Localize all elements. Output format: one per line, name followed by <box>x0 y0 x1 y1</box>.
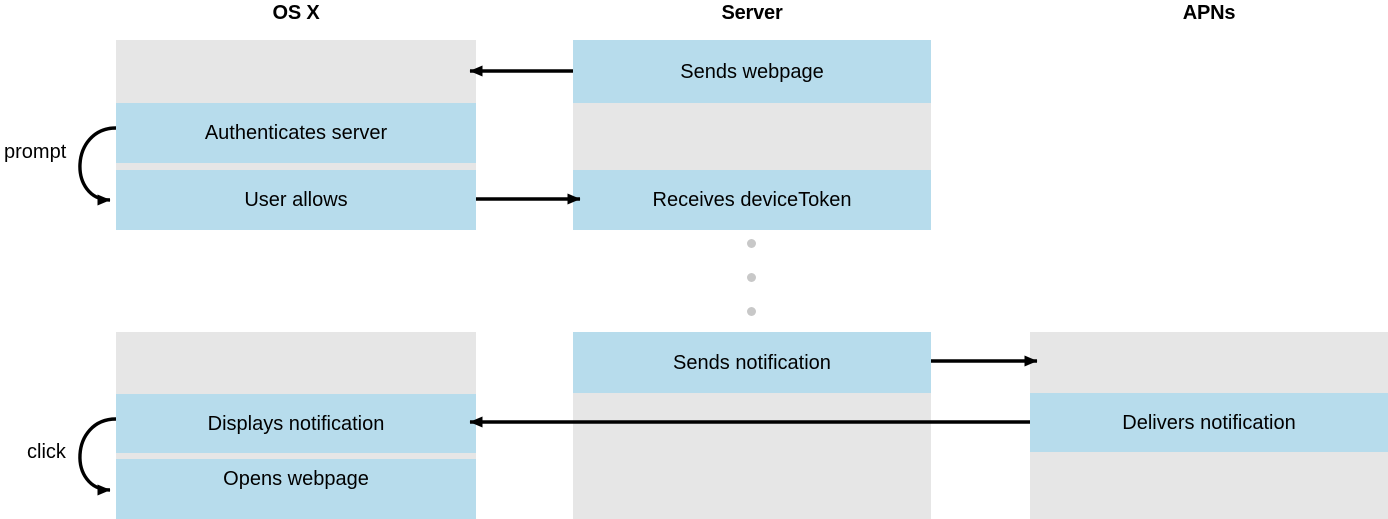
server-step-sends-webpage-label: Sends webpage <box>680 60 824 83</box>
column-header-apns: APNs <box>1182 2 1236 24</box>
server-step-sends-webpage[interactable]: Sends webpage <box>573 40 931 103</box>
apns-step-delivers-notification[interactable]: Delivers notification <box>1030 393 1388 452</box>
osx-step-displays-notification-label: Displays notification <box>207 412 385 435</box>
server-phase1-idle-band <box>573 103 931 170</box>
vertical-ellipsis-dot-3 <box>747 307 756 316</box>
apns-step-delivers-notification-label: Delivers notification <box>1122 411 1296 434</box>
osx-step-opens-webpage-label: Opens webpage <box>223 468 369 491</box>
flow-arrow-click <box>78 417 117 496</box>
osx-step-displays-notification[interactable]: Displays notification <box>116 394 476 453</box>
osx-step-authenticates-server[interactable]: Authenticates server <box>116 103 476 163</box>
apns-phase2-idle-band-top <box>1030 332 1388 393</box>
server-step-sends-notification-label: Sends notification <box>673 351 831 374</box>
apns-phase2-idle-band-bottom <box>1030 452 1388 519</box>
side-label-click: click <box>27 441 66 463</box>
server-step-sends-notification[interactable]: Sends notification <box>573 332 931 393</box>
column-header-os-x: OS X <box>272 2 320 24</box>
vertical-ellipsis-dot-2 <box>747 273 756 282</box>
osx-phase1-idle-band-top <box>116 40 476 103</box>
osx-phase1-divider <box>116 163 476 170</box>
column-header-server: Server <box>721 2 783 24</box>
osx-step-authenticates-server-label: Authenticates server <box>204 122 388 144</box>
side-label-prompt: prompt <box>4 141 67 163</box>
osx-phase2-idle-band-top <box>116 332 476 394</box>
flow-arrow-prompt <box>78 126 117 206</box>
server-phase2-idle-band <box>573 393 931 519</box>
server-step-receives-devicetoken-label: Receives deviceToken <box>652 189 852 211</box>
server-step-receives-devicetoken[interactable]: Receives deviceToken <box>573 170 931 230</box>
osx-step-user-allows-label: User allows <box>244 189 348 211</box>
vertical-ellipsis-dot-1 <box>747 239 756 248</box>
osx-step-opens-webpage[interactable]: Opens webpage <box>116 459 476 519</box>
osx-step-user-allows[interactable]: User allows <box>116 170 476 230</box>
osx-phase2-divider <box>116 453 476 459</box>
